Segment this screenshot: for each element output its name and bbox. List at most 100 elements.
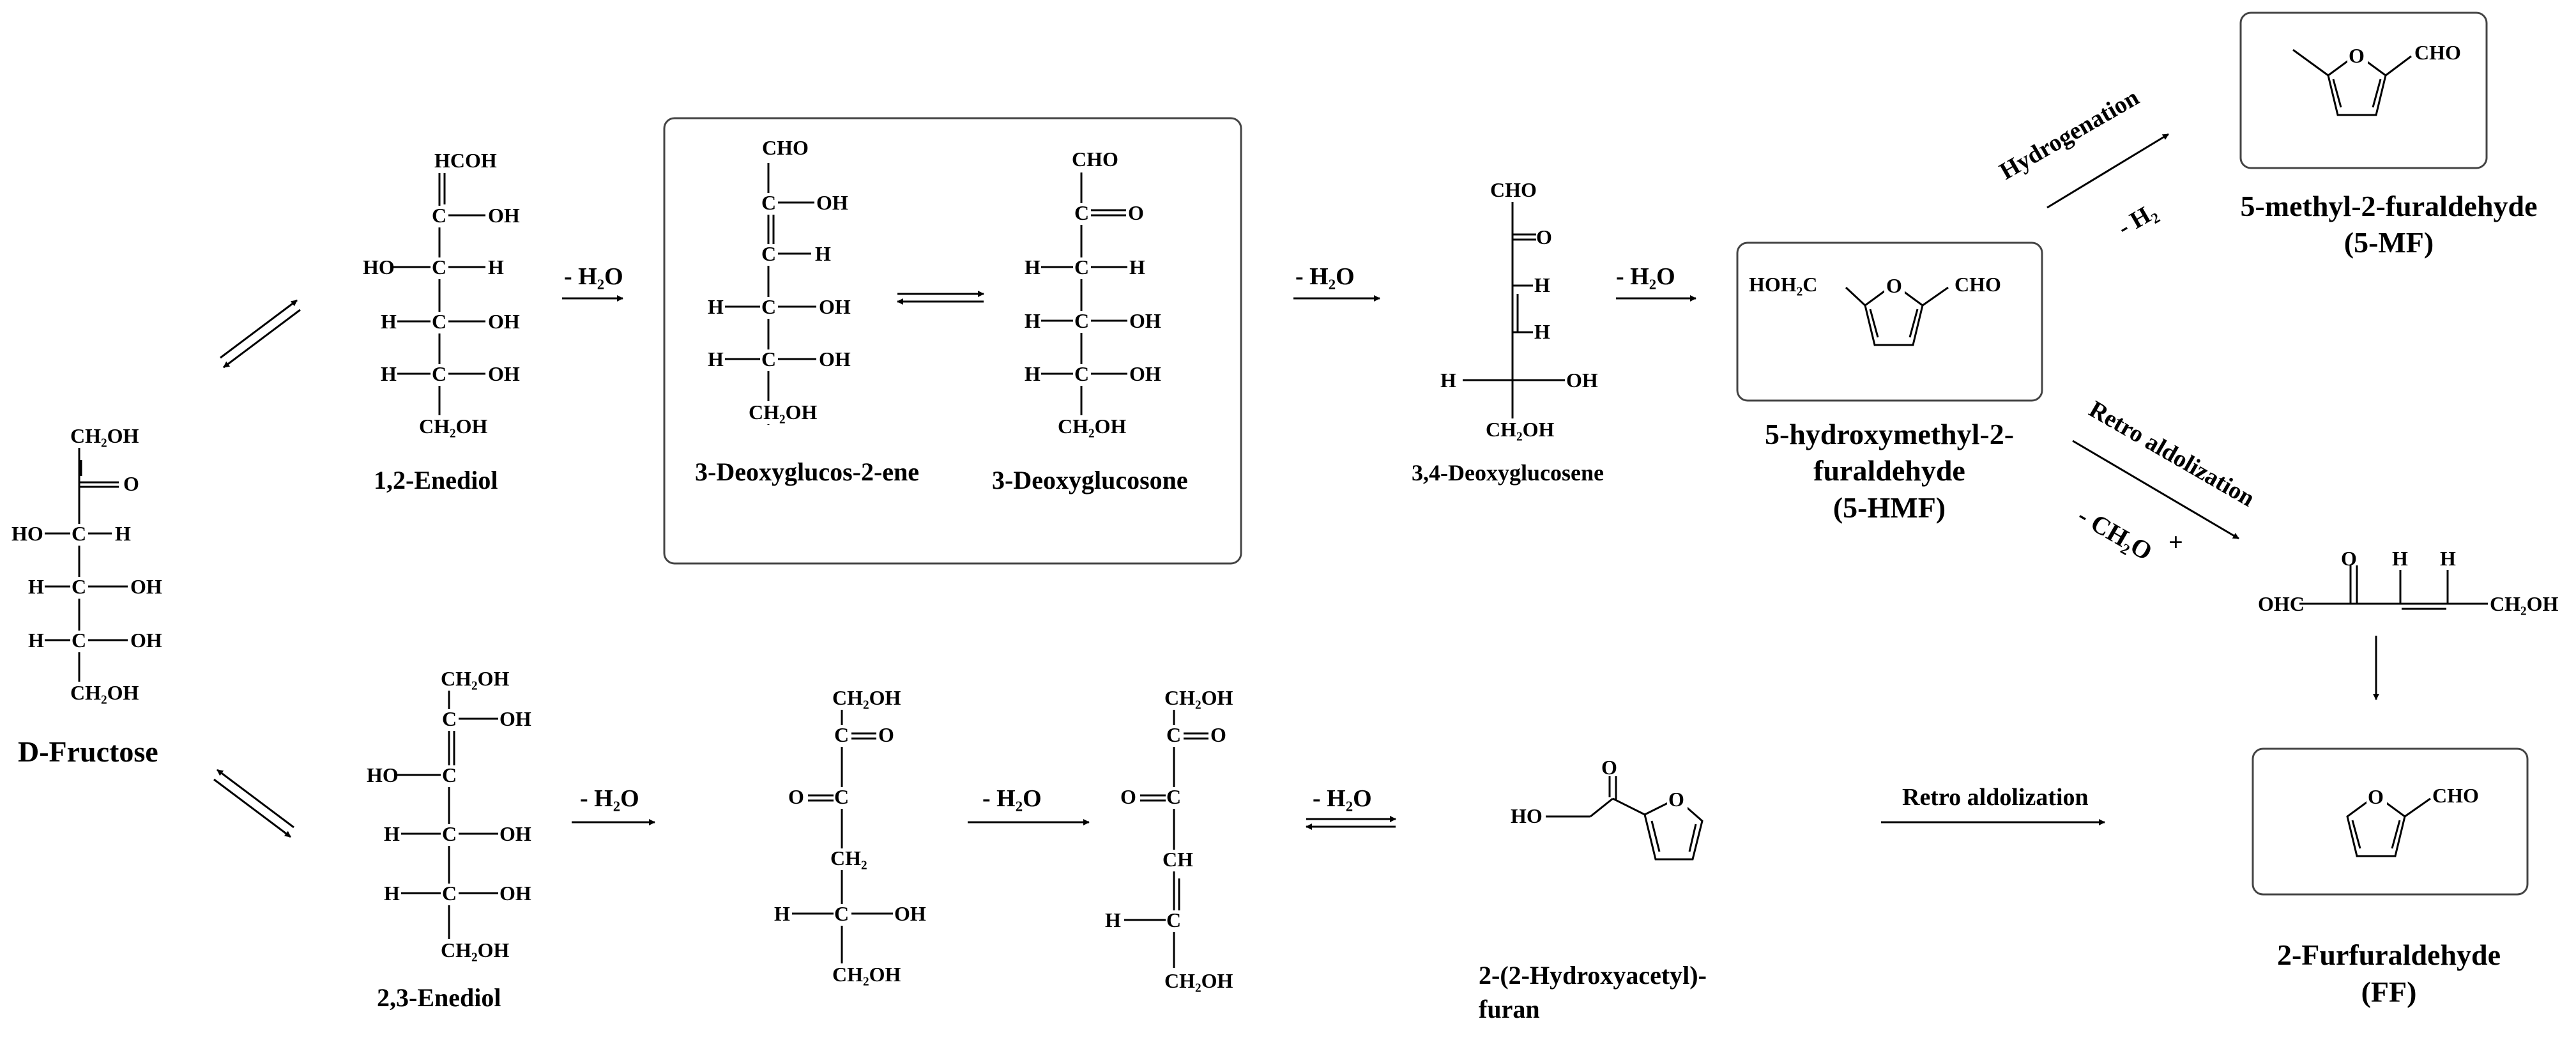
retro-ohc: OHC [2258, 592, 2305, 615]
dg2e-oh2: OH [816, 191, 848, 214]
fructose-ch2oh-bottom: CH₂OH [70, 681, 139, 704]
hmf-cho: CHO [1955, 273, 2001, 296]
box-equilibrium [897, 291, 984, 305]
hmf-hoh2c: HOH₂C [1749, 273, 1817, 296]
arrow-h2o-3: - H₂O [1616, 263, 1696, 302]
enediol-12-structure: HCOH C OH HO C H H C OH H C OH CH₂OH 1,2… [361, 149, 520, 494]
dg2e-c5: C [761, 348, 776, 371]
mf-structure: O CHO [2292, 41, 2461, 116]
bi2-ch: CH [1162, 848, 1193, 871]
enediol12-oh2: OH [488, 204, 520, 227]
retro-ch2oh: CH₂OH [2490, 592, 2558, 615]
enediol23-h5: H [384, 882, 400, 905]
dg2e-label: 3-Deoxyglucos-2-ene [695, 457, 919, 486]
bi1-ch2oh-bottom: CH₂OH [832, 963, 901, 986]
hmf-label-3: (5-HMF) [1833, 491, 1946, 524]
dge34-h4: H [1534, 320, 1550, 343]
bottom-intermediate-1-structure: CH₂OH C O O C CH₂ H C OH CH₂OH [773, 686, 926, 986]
enediol12-c3: C [432, 256, 446, 279]
bi2-o3: O [1120, 785, 1136, 808]
arrow-h2o-5: - H₂O [968, 785, 1090, 825]
deoxyglucos-2-ene-structure: CHO C OH C H H C OH H C OH CH₂OH 3-Deoxy… [695, 136, 919, 486]
retro-aldolization-bottom-label: Retro aldolization [1902, 784, 2089, 811]
fructose-h4: H [28, 575, 44, 598]
haf-ho: HO [1511, 804, 1543, 827]
mf-ring-o: O [2349, 44, 2365, 67]
enediol12-label: 1,2-Enediol [374, 466, 498, 494]
dge34-h3: H [1534, 273, 1550, 296]
dge34-h5: H [1440, 369, 1456, 392]
hydroxyacetylfuran-structure: O O HO [1509, 756, 1703, 861]
d-fructose-structure: CH₂OH O HO C H H C OH H C OH CH₂OH D-Fru… [10, 424, 162, 768]
dg2e-h3: H [815, 242, 831, 265]
bi2-h5: H [1105, 908, 1121, 931]
bi1-o2: O [878, 723, 894, 746]
bi2-c2: C [1166, 723, 1181, 746]
dgone-h5: H [1025, 362, 1040, 385]
bi1-o3: O [788, 785, 804, 808]
dgone-cho: CHO [1072, 148, 1118, 171]
arrow-h2o-4-label: - H₂O [580, 785, 639, 812]
enediol23-ch2oh-top: CH₂OH [441, 667, 509, 690]
enediol12-h4: H [381, 310, 397, 333]
enediol12-ho3: HO [363, 256, 395, 279]
enediol23-c5: C [442, 882, 457, 905]
enediol12-hcoh: HCOH [434, 149, 497, 172]
arrow-h2o-2-label: - H₂O [1295, 263, 1355, 290]
hmf-structure: O HOH₂C CHO [1749, 273, 2001, 346]
dg2e-h5: H [708, 348, 724, 371]
hmf-label-2: furaldehyde [1813, 454, 1965, 487]
arrow-h2o-6-equilibrium: - H₂O [1306, 785, 1396, 830]
dg2e-c3: C [761, 242, 776, 265]
deoxyglucosene-34-structure: CHO O H H H OH CH₂OH 3,4-Deoxyglucosene [1412, 178, 1604, 486]
hydrogenation-label: Hydrogenation [1995, 84, 2144, 185]
dgone-h4: H [1025, 309, 1040, 332]
dgone-h3b: H [1129, 256, 1145, 279]
dgone-ch2oh: CH₂OH [1058, 415, 1126, 438]
deoxyglucosone-structure: CHO C O H C H H C OH H C OH CH₂OH 3-Deox… [992, 148, 1188, 494]
mf-box [2239, 11, 2488, 169]
ff-ring-o: O [2368, 785, 2384, 808]
bi1-c5: C [834, 902, 849, 925]
enediol12-c5: C [432, 362, 446, 385]
fructose-equilibrium-top [220, 299, 301, 369]
minus-ch2o-label: - CH₂O [2073, 501, 2158, 566]
arrow-h2o-6-label: - H₂O [1313, 785, 1372, 812]
enediol12-c2: C [432, 204, 446, 227]
fructose-ch2oh-top: CH₂OH [70, 424, 139, 447]
enediol23-c2: C [442, 707, 457, 730]
arrow-h2o-1: - H₂O [562, 263, 623, 302]
enediol23-h4: H [384, 822, 400, 845]
retro-h2: H [2440, 547, 2456, 570]
dg2e-oh4: OH [819, 295, 851, 318]
ff-label-1: 2-Furfuraldehyde [2277, 939, 2501, 971]
enediol12-h3: H [488, 256, 504, 279]
fructose-h5: H [28, 629, 44, 652]
ff-box [2252, 747, 2529, 896]
fructose-c4: C [72, 575, 86, 598]
bottom-intermediate-2-structure: CH₂OH C O O C CH H C CH₂OH [1104, 686, 1233, 993]
enediol12-h5: H [381, 362, 397, 385]
enediol23-c4: C [442, 822, 457, 845]
enediol23-oh5: OH [499, 882, 531, 905]
bi2-c3: C [1166, 785, 1181, 808]
ff-structure: O CHO [2346, 784, 2479, 857]
arrow-h2o-1-label: - H₂O [564, 263, 623, 290]
enediol23-ho3: HO [367, 763, 399, 786]
bi1-c3: C [834, 785, 849, 808]
enediol23-label: 2,3-Enediol [377, 983, 501, 1012]
bi2-ch2oh-bottom: CH₂OH [1164, 969, 1233, 992]
haf-keto-o: O [1601, 756, 1617, 779]
dgone-c2: C [1074, 201, 1089, 224]
dgone-c4: C [1074, 309, 1089, 332]
retro-h1: H [2392, 547, 2408, 570]
dgone-oh4: OH [1129, 309, 1161, 332]
fructose-c3: C [72, 522, 86, 545]
bi2-c5: C [1166, 908, 1181, 931]
retro-intermediate-structure: O H H OHC CH₂OH [2255, 547, 2558, 615]
dgone-o2: O [1128, 201, 1144, 224]
enediol-23-structure: CH₂OH C OH HO C H C OH H C OH CH₂OH 2,3-… [364, 667, 531, 1012]
haf-label-2: furan [1479, 995, 1540, 1023]
dge34-cho: CHO [1490, 178, 1537, 201]
